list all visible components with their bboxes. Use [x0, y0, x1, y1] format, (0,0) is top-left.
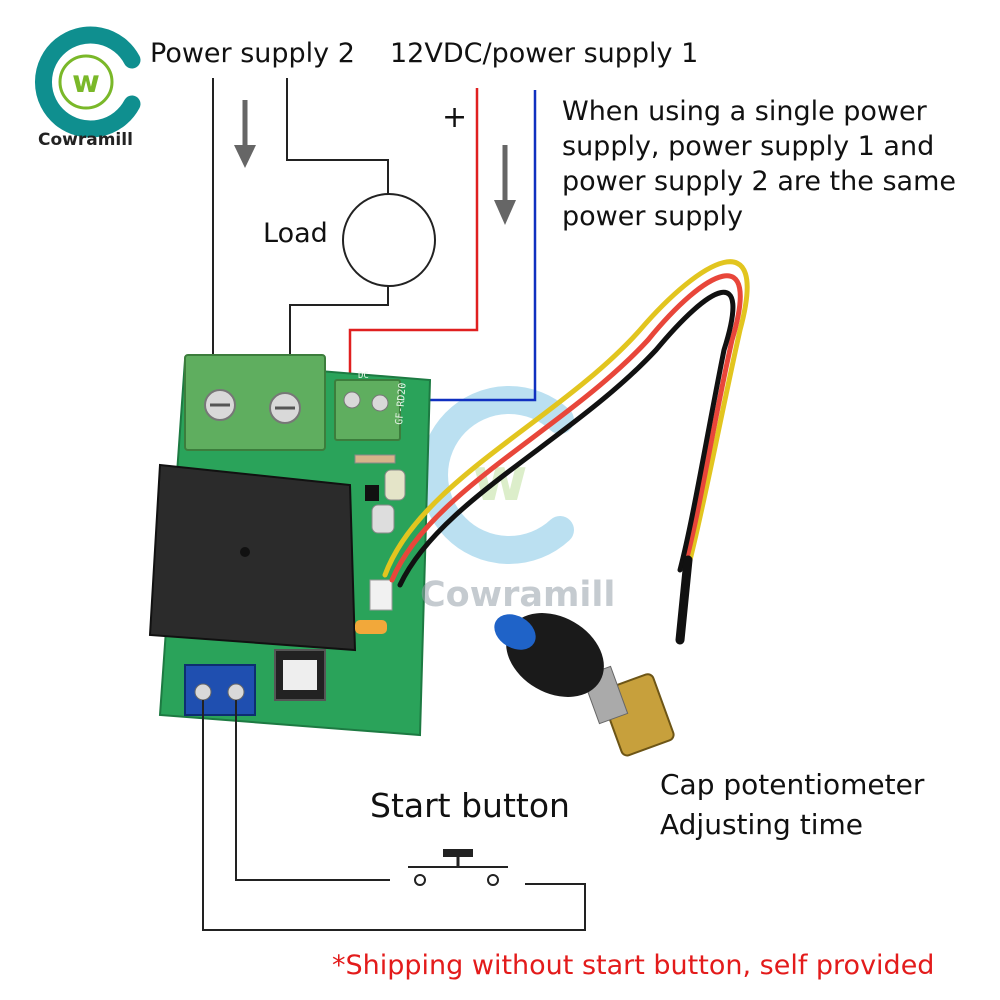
current-arrow-icon [234, 100, 256, 168]
watermark-text: Cowramill [420, 575, 616, 615]
svg-text:GF-RD20: GF-RD20 [394, 382, 409, 425]
potentiometer-label-line: Cap potentiometer [660, 768, 925, 801]
potentiometer-knob [494, 613, 675, 757]
positive-wire [348, 88, 479, 385]
note-line: power supply [562, 201, 743, 232]
start-button-wires [202, 700, 586, 931]
negative-wire [382, 90, 537, 402]
potentiometer-cable [382, 259, 750, 645]
load-symbol [342, 193, 436, 287]
note-line: When using a single power [562, 96, 927, 127]
potentiometer-label-line: Adjusting time [660, 808, 863, 841]
shipping-note: *Shipping without start button, self pro… [332, 950, 935, 981]
plus-sign: + [442, 100, 468, 135]
note-line: power supply 2 are the same [562, 166, 956, 197]
svg-text:w: w [72, 65, 100, 100]
watermark-logo-icon: w [420, 386, 574, 564]
start-button-symbol [408, 849, 508, 886]
single-supply-note: When using a single power supply, power … [562, 94, 982, 234]
potentiometer-label: Cap potentiometer Adjusting time [660, 765, 924, 845]
load-label: Load [263, 218, 328, 249]
cowramill-logo-icon: w [34, 26, 141, 138]
power-supply-2-label: Power supply 2 [150, 38, 355, 69]
brand-name: Cowramill [38, 130, 133, 150]
note-line: supply, power supply 1 and [562, 131, 935, 162]
timer-relay-board: GF-RD20 DC [148, 354, 432, 737]
svg-text:DC: DC [358, 371, 369, 381]
start-button-label: Start button [370, 786, 570, 825]
power-supply-1-label: 12VDC/power supply 1 [390, 38, 699, 69]
power-supply-2-wires [212, 78, 389, 395]
current-arrow-icon [494, 145, 516, 225]
